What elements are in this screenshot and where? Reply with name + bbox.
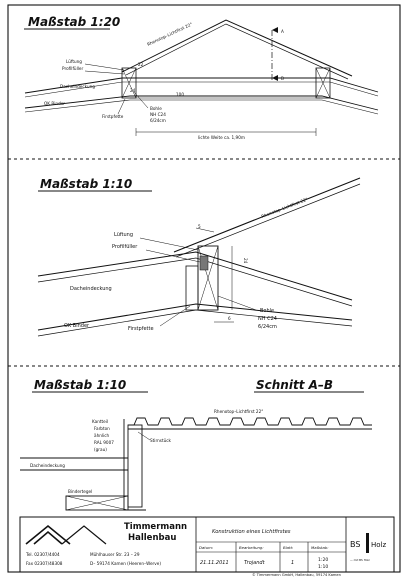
detail-3-bindertegel: Bindertegel [68, 489, 92, 494]
detail-1-ridge-label: Rhenotop–Lichtfirst 22° [146, 22, 193, 47]
section-mark-a: A [281, 29, 284, 34]
title-block: Timmermann Hallenbau Tel. 02307/4404 Fax… [19, 516, 395, 573]
detail-2-dim-24: 24 [243, 258, 248, 264]
detail-3-aehnlich: ähnlich [94, 433, 110, 438]
detail-3-grau: (grau) [94, 447, 107, 452]
copyright: © Timmermann GmbH, Hallenbau, 59174 Kame… [252, 573, 341, 577]
company-name-1: Timmermann [124, 522, 187, 532]
detail-1-firstpfette: Firstpfette [102, 114, 124, 119]
section-3-schnitt: Schnitt A–B [256, 378, 333, 392]
detail-2-ridge-label: Rhenotop–Lichtfirst 22° [261, 197, 309, 219]
detail-1-lueftung: Lüftung [66, 59, 82, 64]
detail-3-farbton: Farbton [94, 426, 110, 431]
detail-2-ok-binder: OK Binder [64, 323, 90, 329]
company-street: Mühlhauser Str. 23 – 29 [90, 552, 140, 557]
detail-1-bohle: Bohle [150, 106, 162, 111]
svg-text:Holz: Holz [371, 541, 386, 549]
detail-3-dacheindeckung: Dacheindeckung [30, 463, 65, 468]
section-1-title: Maßstab 1:20 [28, 15, 120, 29]
detail-2-dacheindeckung: Dacheindeckung [70, 286, 112, 292]
project-title: Konstruktion eines Lichtfirstes [212, 529, 291, 535]
value-datum: 21.11.2011 [200, 560, 229, 566]
bs-holz-logo: BS Holz — mit BS Holz [350, 533, 386, 562]
section-mark-b: B [281, 76, 284, 81]
header-massstab: Maßstab: [311, 545, 328, 550]
header-blatt: Blatt: [283, 545, 293, 550]
value-massstab-2: 1:10 [318, 564, 328, 570]
detail-2-lueftung: Lüftung [114, 232, 133, 238]
header-datum: Datum: [199, 545, 213, 550]
detail-1-size: 6/24cm [150, 118, 166, 123]
value-bearbeitung: Trojandt [244, 560, 266, 566]
detail-2-firstpfette: Firstpfette [128, 326, 154, 332]
detail-3-ral: RAL 9007 [94, 440, 114, 445]
detail-1-ok-binder: OK Binder [44, 101, 65, 106]
company-city: D– 59174 Kamen (Heeren–Werve) [90, 561, 161, 566]
company-fax: Fax 02307/48308 [26, 561, 63, 566]
section-3-title: Maßstab 1:10 [34, 378, 126, 392]
detail-3: Maßstab 1:10 Schnitt A–B Rhenotop–Lichtf… [20, 378, 372, 511]
detail-3-kantteil: Kantteil [92, 419, 108, 424]
section-2-title: Maßstab 1:10 [40, 177, 132, 191]
detail-3-stirnstueck: Stirnstück [150, 438, 172, 443]
detail-3-profile [128, 417, 372, 426]
svg-text:BS: BS [350, 540, 360, 549]
detail-1: Maßstab 1:20 Rhenotop–Lichtfirst 22° A B… [24, 15, 379, 140]
svg-text:— mit BS Holz: — mit BS Holz [350, 558, 370, 562]
company-tel: Tel. 02307/4404 [25, 552, 60, 557]
detail-2-profilfueller-block [199, 255, 209, 271]
header-bearbeitung: Bearbeitung: [239, 545, 264, 550]
detail-2-size: 6/24cm [258, 324, 277, 330]
detail-1-dim-100: 100 [176, 92, 184, 97]
detail-2-profilfueller: Profilfüller [112, 244, 138, 250]
detail-2: Maßstab 1:10 Rhenotop–Lichtfirst 22° 5 2… [37, 177, 361, 337]
detail-1-dacheindeckung: Dacheindeckung [60, 84, 95, 89]
detail-2-bohle: Bohle [260, 308, 274, 314]
detail-2-dim-5: 5 [198, 224, 201, 229]
detail-2-dim-6: 6 [228, 316, 231, 321]
detail-1-profilfueller: Profilfüller [62, 66, 83, 71]
company-logo [25, 524, 107, 545]
detail-2-nh: NH C24 [258, 316, 277, 322]
detail-1-nh: NH C24 [150, 112, 166, 117]
value-massstab-1: 1:20 [318, 557, 328, 563]
detail-1-dim-24: 24 [130, 88, 136, 93]
detail-1-dim-22: 22 [138, 62, 144, 67]
value-blatt: 1 [291, 560, 294, 566]
detail-1-lichte-weite: lichte Weite ca. 1,90m [198, 135, 245, 140]
company-name-2: Hallenbau [128, 533, 176, 543]
detail-3-ridge-label: Rhenotop–Lichtfirst 22° [214, 409, 263, 414]
sheet-border [7, 4, 401, 573]
